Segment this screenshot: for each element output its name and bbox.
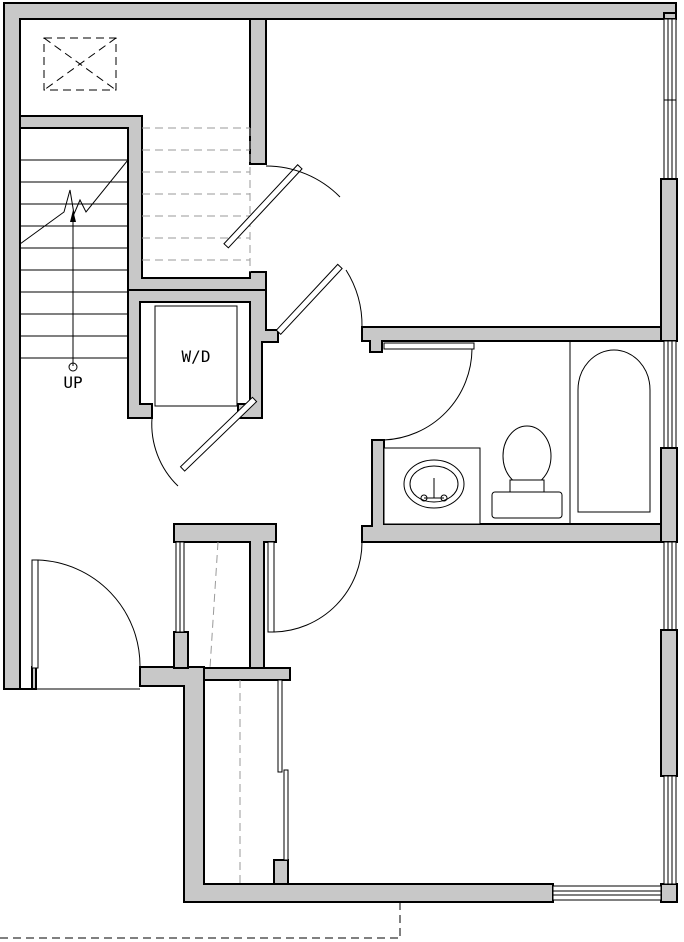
wall-bedroom-top-left [249, 18, 267, 165]
wall-top-right-corner [663, 12, 677, 20]
closet-lower-slider-b [283, 769, 289, 861]
right-exterior-wall [660, 18, 678, 885]
door-entry [31, 559, 39, 669]
doors [31, 164, 475, 690]
window-bottom [552, 885, 662, 901]
closet-lower-slider-a [277, 679, 283, 773]
window-right-3 [663, 541, 677, 631]
door-bedroom1-upper [223, 164, 303, 249]
wall-center-closet-stub [173, 631, 189, 669]
toilet-tank [491, 491, 563, 519]
wall-closet-header [203, 667, 291, 681]
closets [175, 541, 289, 884]
wall-lower-left-jog [139, 666, 554, 903]
wall-stair-enclosure [19, 115, 267, 291]
door-bathroom [383, 342, 475, 350]
door-wd-closet [179, 396, 258, 472]
exterior-walls [3, 2, 678, 903]
window-right-4 [663, 775, 677, 885]
staircase: UP [19, 127, 251, 392]
site-lines [0, 902, 401, 939]
bathroom-fixtures [383, 341, 651, 525]
interior-walls [19, 18, 662, 885]
attic-hatch [43, 37, 117, 91]
wall-right-segment-1 [660, 178, 678, 342]
window-right-1 [663, 18, 677, 180]
stair-up-label: UP [63, 373, 82, 392]
wd-label: W/D [182, 347, 211, 366]
door-hall-paired [275, 263, 343, 335]
wall-bottom-right-corner [660, 883, 678, 903]
toilet-bowl [502, 425, 552, 487]
wall-wd-closet [127, 289, 279, 419]
wall-bedroom1-bottom [361, 326, 662, 353]
closet-upper-slider-b [179, 541, 185, 633]
washer-dryer: W/D [154, 305, 238, 407]
bathtub [577, 349, 651, 513]
stair-arrow-head [70, 210, 76, 222]
wall-lower-closet-stub [273, 859, 289, 885]
wall-right-segment-2 [660, 447, 678, 543]
wall-top-left-exterior [3, 2, 677, 690]
wall-right-segment-3 [660, 629, 678, 777]
window-right-2 [663, 340, 677, 449]
closet-upper-slider-a [175, 541, 181, 633]
door-bedroom2 [267, 541, 275, 633]
